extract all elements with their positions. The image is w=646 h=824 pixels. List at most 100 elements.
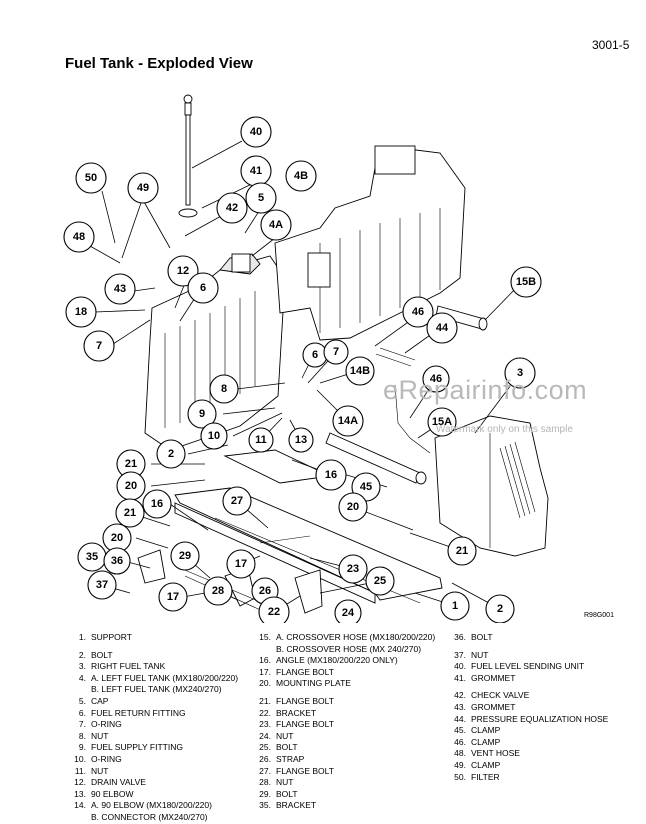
svg-text:41: 41	[250, 165, 262, 177]
legend-description-line: FILTER	[471, 771, 500, 782]
legend-description: CHECK VALVE	[471, 690, 529, 702]
legend-description: O-RING	[91, 754, 122, 766]
legend-description-line: 90 ELBOW	[91, 788, 134, 799]
svg-text:23: 23	[347, 563, 359, 575]
legend-entry: 46.CLAMP	[450, 737, 640, 749]
legend-description-line: A. CROSSOVER HOSE (MX180/200/220)	[276, 632, 436, 642]
legend-description-line: CLAMP	[471, 725, 501, 736]
legend-number: 4.	[78, 672, 86, 683]
legend-number: 26.	[259, 753, 271, 764]
callout-36: 36	[103, 547, 131, 575]
crossover-hose-15b	[435, 305, 488, 331]
legend-description: FUEL LEVEL SENDING UNIT	[471, 661, 584, 673]
legend-description-line: BRACKET	[276, 800, 317, 811]
legend-entry: 5.CAP	[70, 696, 240, 708]
callout-9: 9	[187, 399, 217, 429]
legend-entry: 21.FLANGE BOLT	[255, 696, 435, 708]
svg-text:48: 48	[73, 231, 85, 243]
svg-text:17: 17	[167, 591, 179, 603]
legend-description-line: NUT	[91, 765, 109, 776]
legend-description: GROMMET	[471, 673, 515, 685]
legend-description-line: O-RING	[91, 719, 122, 730]
legend-description-line: RIGHT FUEL TANK	[91, 661, 166, 672]
legend-number: 48.	[454, 748, 466, 759]
legend-description-line: BOLT	[91, 649, 113, 660]
callout-4a: 4A	[260, 209, 292, 241]
legend-description-line: B. LEFT FUEL TANK (MX240/270)	[91, 684, 222, 695]
legend-number: 11.	[74, 765, 86, 776]
callout-40: 40	[240, 116, 272, 148]
svg-text:4B: 4B	[294, 170, 308, 182]
legend-number: 36.	[454, 632, 466, 642]
legend-description-line: A. 90 ELBOW (MX180/200/220)	[91, 800, 212, 811]
legend-number: 41.	[454, 672, 466, 683]
svg-text:21: 21	[125, 458, 137, 470]
right-fuel-tank	[434, 415, 549, 557]
svg-text:28: 28	[212, 585, 224, 597]
legend-number: 2.	[78, 649, 86, 660]
legend-description: NUT	[276, 777, 293, 789]
callout-11: 11	[248, 427, 274, 453]
svg-text:37: 37	[96, 579, 108, 591]
legend-entry: 10.O-RING	[70, 754, 240, 766]
svg-text:46: 46	[412, 306, 424, 318]
svg-text:29: 29	[179, 550, 191, 562]
svg-text:10: 10	[208, 430, 220, 442]
callout-14a: 14A	[332, 405, 364, 437]
callout-15a: 15A	[427, 407, 457, 437]
legend-number: 16.	[259, 655, 271, 666]
legend-description: BOLT	[276, 789, 298, 801]
callout-29: 29	[170, 541, 200, 571]
legend-description-line: ANGLE (MX180/200/220 ONLY)	[276, 655, 398, 666]
legend-description: MOUNTING PLATE	[276, 678, 351, 690]
svg-text:36: 36	[111, 555, 123, 567]
legend-number: 43.	[454, 701, 466, 712]
callout-48: 48	[63, 221, 95, 253]
legend-entry: 50. FILTER	[450, 772, 640, 784]
legend-description: FLANGE BOLT	[276, 719, 334, 731]
svg-text:2: 2	[497, 603, 503, 615]
callout-42: 42	[216, 192, 248, 224]
callout-4b: 4B	[285, 160, 317, 192]
legend-description-line: FUEL LEVEL SENDING UNIT	[471, 661, 585, 672]
svg-text:21: 21	[124, 507, 136, 519]
legend-entry: 49. CLAMP	[450, 760, 640, 772]
legend-entry: 2. BOLT	[70, 650, 240, 662]
legend-entry: 24.NUT	[255, 731, 435, 743]
svg-text:20: 20	[111, 532, 123, 544]
svg-text:15A: 15A	[432, 416, 452, 428]
callout-24: 24	[334, 599, 362, 623]
callout-25: 25	[365, 566, 395, 596]
watermark-logo: eRepairinfo.com	[383, 375, 588, 405]
legend-number: 44.	[454, 713, 466, 724]
legend-description: BRACKET	[276, 708, 316, 720]
legend-description-line: FUEL SUPPLY FITTING	[91, 742, 183, 753]
legend-number: 22.	[259, 707, 271, 718]
legend-description-line: CLAMP	[471, 736, 501, 747]
legend-entry: 12.DRAIN VALVE	[70, 777, 240, 789]
legend-description-line: CHECK VALVE	[471, 690, 530, 701]
legend-description-line: CLAMP	[471, 759, 501, 770]
legend-number: 37.	[454, 649, 466, 660]
legend-entry: 29.BOLT	[255, 789, 435, 801]
legend-description: ANGLE (MX180/200/220 ONLY)	[276, 655, 398, 667]
callout-23: 23	[338, 554, 368, 584]
callout-10: 10	[200, 422, 228, 450]
legend-description-line: FLANGE BOLT	[276, 666, 334, 677]
legend-description: FUEL RETURN FITTING	[91, 708, 186, 720]
callout-15b: 15B	[510, 266, 542, 298]
svg-text:40: 40	[250, 126, 262, 138]
callout-2a: 2	[156, 439, 186, 469]
crossover-hose-15a	[325, 432, 427, 485]
legend-description-line: NUT	[91, 730, 109, 741]
legend-entry: 36.BOLT	[450, 632, 640, 644]
callout-27: 27	[222, 486, 252, 516]
legend-description: SUPPORT	[91, 632, 132, 644]
callout-21b: 21	[115, 498, 145, 528]
legend-number: 50.	[454, 771, 466, 782]
legend-description: FLANGE BOLT	[276, 696, 334, 708]
legend-number: 9.	[78, 742, 86, 753]
svg-text:17: 17	[235, 558, 247, 570]
svg-text:25: 25	[374, 575, 386, 587]
legend-number: 49.	[454, 759, 466, 770]
